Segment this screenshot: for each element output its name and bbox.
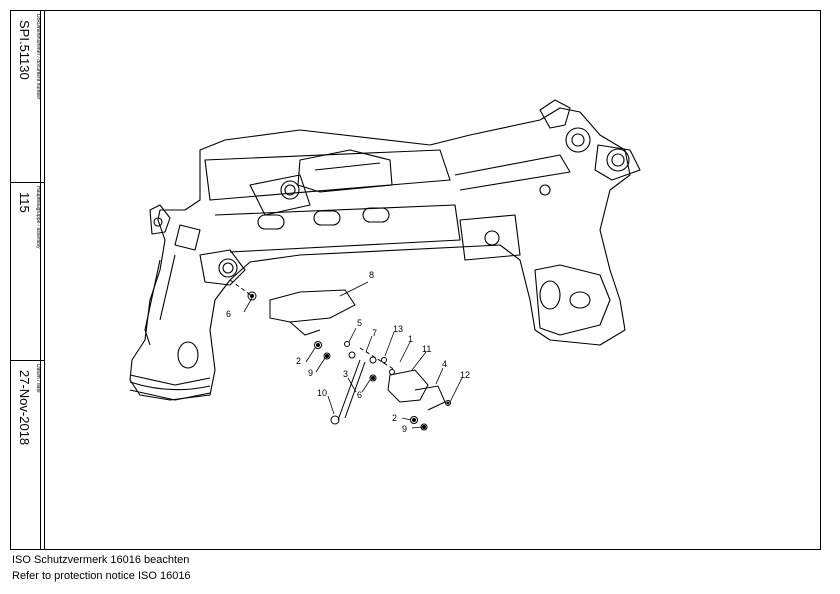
date-value: 27-Nov-2018 (17, 370, 32, 446)
title-block-border (44, 10, 45, 550)
callout-label: 7 (372, 328, 377, 338)
assembly-label: Hauptbaugruppe / assembly (35, 186, 41, 249)
subframe-illustration (129, 99, 641, 401)
callout-label: 10 (317, 388, 327, 398)
callout-label: 11 (422, 344, 431, 354)
callout-label: 9 (308, 368, 313, 378)
callout-label: 2 (392, 413, 397, 423)
callout-label: 5 (357, 318, 362, 328)
callout-label: 9 (402, 424, 407, 434)
title-block: Dokumentnummer / document number SPI.511… (10, 10, 45, 550)
callout-label: 4 (442, 359, 447, 369)
callout-label: 12 (460, 370, 470, 380)
title-block-separator (10, 360, 44, 361)
protection-notice-de: ISO Schutzvermerk 16016 beachten (12, 554, 190, 566)
drawing-frame (10, 10, 821, 550)
callout-label: 3 (343, 369, 348, 379)
document-number-label: Dokumentnummer / document number (35, 14, 41, 100)
bracket-and-fasteners (229, 279, 451, 431)
title-block-separator (10, 182, 44, 183)
callout-label: 13 (393, 324, 403, 334)
callout-label: 8 (369, 270, 374, 280)
protection-notice-en: Refer to protection notice ISO 16016 (12, 570, 191, 582)
part-dots (250, 294, 450, 429)
callout-labels: 8 6 5 7 13 1 11 2 9 3 6 4 12 10 2 9 (226, 270, 470, 434)
title-block-divider (40, 10, 41, 550)
callout-label: 6 (226, 309, 231, 319)
document-number-value: SPI.51130 (17, 20, 32, 80)
assembly-value: 115 (17, 192, 32, 213)
callout-label: 1 (408, 334, 413, 344)
exploded-parts-drawing: 8 6 5 7 13 1 11 2 9 3 6 4 12 10 2 9 (129, 99, 641, 434)
callout-label: 6 (357, 390, 362, 400)
callout-leaders (243, 281, 463, 429)
date-label: Datum / date (35, 364, 41, 393)
callout-label: 2 (296, 356, 301, 366)
